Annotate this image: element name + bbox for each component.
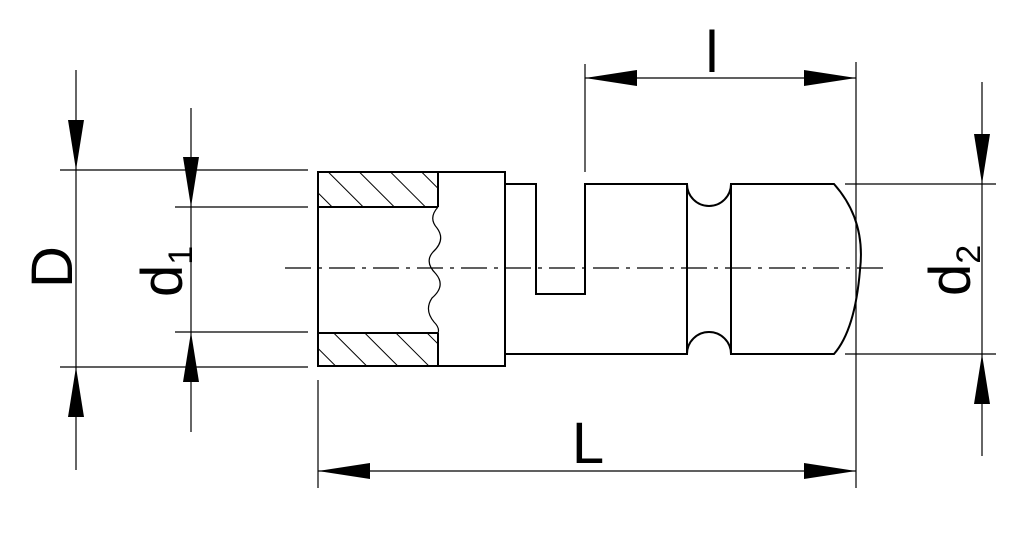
hatched-section-top xyxy=(318,172,438,207)
dimension-l: l xyxy=(585,20,856,86)
hatched-section-bottom xyxy=(318,333,438,366)
dimension-L-label: L xyxy=(572,411,604,476)
dimension-d2-label: d2 xyxy=(918,245,988,296)
dimension-d2: d2 xyxy=(918,82,990,456)
sleeve-body xyxy=(317,171,506,367)
dimension-l-label: l xyxy=(706,20,719,85)
extension-lines xyxy=(60,62,996,488)
dimension-d1: d1 xyxy=(130,108,200,432)
dimension-d1-label: d1 xyxy=(130,246,200,297)
dimension-D: D xyxy=(20,70,85,470)
dimension-L: L xyxy=(318,411,856,479)
dimension-D-label: D xyxy=(20,246,85,288)
break-line xyxy=(427,206,442,334)
pin-body xyxy=(505,183,862,355)
